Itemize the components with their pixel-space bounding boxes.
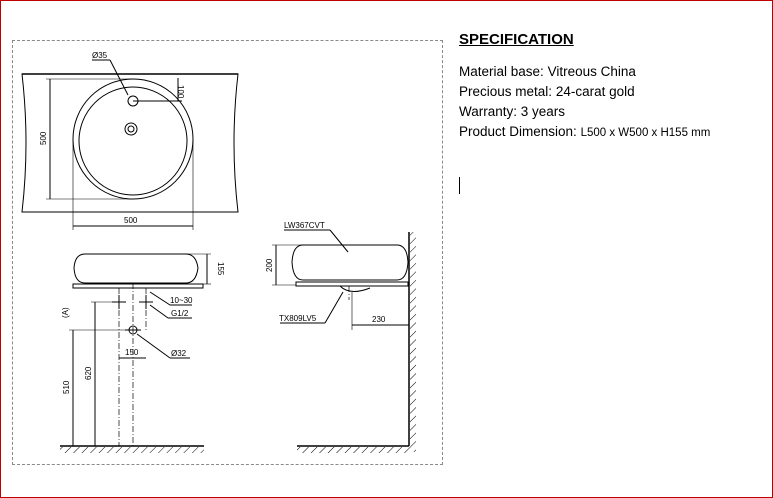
wall-hatch: [410, 232, 416, 452]
metal-value: 24-carat gold: [555, 84, 635, 99]
basin-outer: [72, 78, 194, 200]
text-cursor: [459, 177, 460, 194]
front-view: [60, 253, 211, 447]
hole-diameter-label: Ø35: [92, 51, 108, 60]
drawing-frame: [12, 40, 443, 465]
height-510-label: 510: [62, 380, 71, 394]
top-view: [21, 59, 239, 230]
counter-outline: [21, 73, 239, 213]
basin-inner: [78, 86, 188, 196]
basin-model-label: LW367CVT: [284, 221, 325, 230]
material-label: Material base:: [459, 64, 544, 79]
warranty-value: 3 years: [520, 104, 566, 119]
floor-hatch-side: [297, 447, 410, 453]
side-height-label: 200: [265, 258, 274, 272]
warranty-line: Warranty: 3 years: [459, 102, 710, 122]
specification-panel: SPECIFICATION Material base: Vitreous Ch…: [459, 31, 710, 143]
dimension-label: Product Dimension:: [459, 124, 577, 139]
dimension-value: L500 x W500 x H155 mm: [580, 127, 711, 139]
wall-distance-label: 230: [372, 315, 386, 324]
floor-hatch-front: [60, 447, 204, 453]
warranty-label: Warranty:: [459, 104, 518, 119]
height-620-label: 620: [84, 366, 93, 380]
metal-label: Precious metal:: [459, 84, 553, 99]
tap-spacing-label: 150: [125, 348, 139, 357]
offset-label: 100: [176, 85, 185, 99]
material-value: Vitreous China: [547, 64, 636, 79]
material-line: Material base: Vitreous China: [459, 62, 710, 82]
dimension-line: Product Dimension: L500 x W500 x H155 mm: [459, 122, 710, 143]
basin-side: [291, 244, 409, 281]
label-a: (A): [61, 307, 70, 318]
range-label: 10~30: [170, 296, 193, 305]
thread-label: G1/2: [171, 309, 189, 318]
drain-diameter-label: Ø32: [171, 349, 187, 358]
width-label: 500: [124, 216, 138, 225]
side-view: [272, 229, 410, 447]
metal-line: Precious metal: 24-carat gold: [459, 82, 710, 102]
drain: [124, 122, 138, 136]
basin-front: [73, 253, 199, 284]
drain-model-label: TX809LV5: [279, 314, 317, 323]
front-height-label: 155: [216, 262, 225, 276]
counter-front: [72, 283, 204, 289]
counter-side: [295, 281, 409, 287]
depth-label: 500: [39, 131, 48, 145]
specification-title: SPECIFICATION: [459, 31, 574, 48]
